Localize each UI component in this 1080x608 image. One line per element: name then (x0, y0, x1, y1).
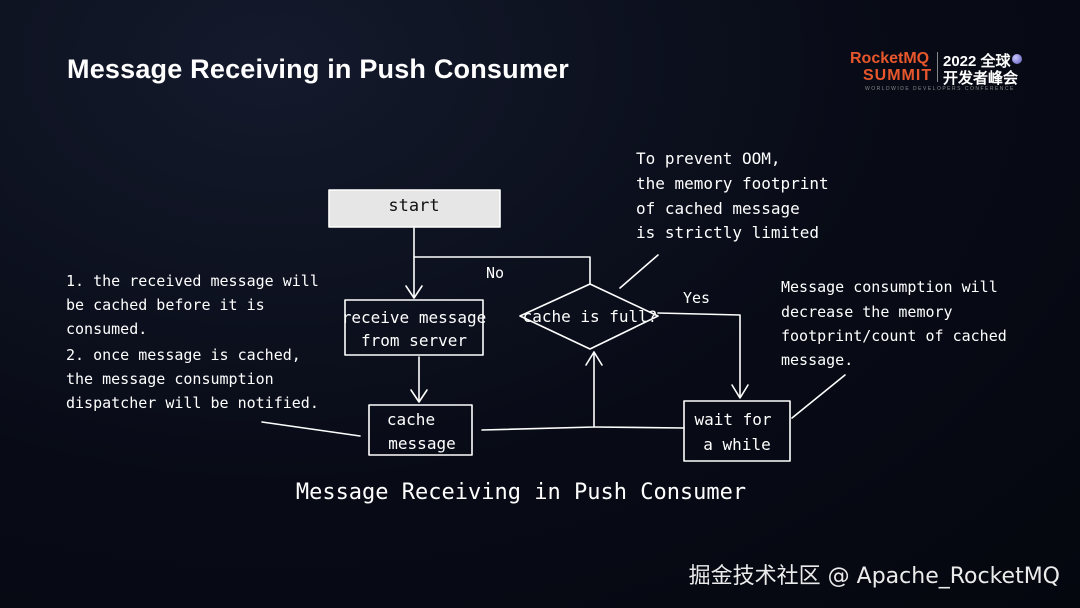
oom-note-line: To prevent OOM, (636, 149, 781, 168)
left-note-line: consumed. (66, 320, 147, 338)
watermark: 掘金技术社区 @ Apache_RocketMQ (688, 564, 1060, 589)
oom-note-line: the memory footprint (636, 174, 829, 193)
edge-label-no: No (486, 264, 504, 282)
logo-brand-line2: SUMMIT (863, 67, 933, 84)
wait-label-line2: a while (703, 435, 770, 454)
arrowhead-cache (410, 389, 428, 403)
receive-label-line1: receive message (342, 308, 487, 327)
decision-node (519, 283, 659, 350)
right-note-line: message. (781, 351, 853, 369)
oom-note-line: of cached message (636, 199, 800, 218)
wait-label-line1: wait for (694, 410, 771, 429)
left-note-line: the message consumption (66, 370, 274, 388)
diagram-caption: Message Receiving in Push Consumer (296, 480, 746, 505)
summit-logo: RocketMQ SUMMIT 2022 全球 开发者峰会 WORLDWIDE … (850, 50, 1040, 96)
cache-node (368, 404, 473, 456)
wait-node (683, 400, 791, 462)
receive-label-line2: from server (361, 331, 467, 350)
right-note-connector (791, 374, 846, 419)
edge-yes (657, 312, 741, 398)
logo-year: 2022 全球 (943, 53, 1011, 70)
right-note-line: decrease the memory (781, 303, 953, 321)
oom-note-connector (619, 254, 659, 289)
decision-label: cache is full? (523, 307, 658, 326)
logo-tagline: WORLDWIDE DEVELOPERS CONFERENCE (865, 86, 1015, 92)
start-node (328, 189, 501, 228)
arrowhead-wait (731, 384, 749, 399)
planet-icon (1012, 54, 1022, 64)
left-note-line: dispatcher will be notified. (66, 394, 319, 412)
cache-label-line1: cache (387, 410, 435, 429)
edge-cache-decision (481, 351, 595, 431)
left-note-connector (261, 421, 361, 437)
oom-note-line: is strictly limited (636, 223, 819, 242)
left-note-line: be cached before it is (66, 296, 265, 314)
arrowhead-receive (405, 285, 423, 299)
logo-divider (937, 52, 938, 82)
edge-wait-back (593, 426, 685, 429)
logo-event: 开发者峰会 (943, 70, 1019, 87)
start-label: start (388, 196, 439, 216)
left-note-line: 1. the received message will (66, 272, 319, 290)
right-note-line: Message consumption will (781, 278, 998, 296)
arrowhead-decision (585, 351, 603, 366)
cache-label-line2: message (388, 434, 455, 453)
edge-label-yes: Yes (683, 289, 710, 307)
slide-title: Message Receiving in Push Consumer (67, 54, 569, 84)
right-note-line: footprint/count of cached (781, 327, 1007, 345)
logo-brand: RocketMQ (850, 50, 930, 67)
left-note-line: 2. once message is cached, (66, 346, 301, 364)
receive-node (344, 299, 484, 356)
edge-no-loop (413, 256, 591, 285)
